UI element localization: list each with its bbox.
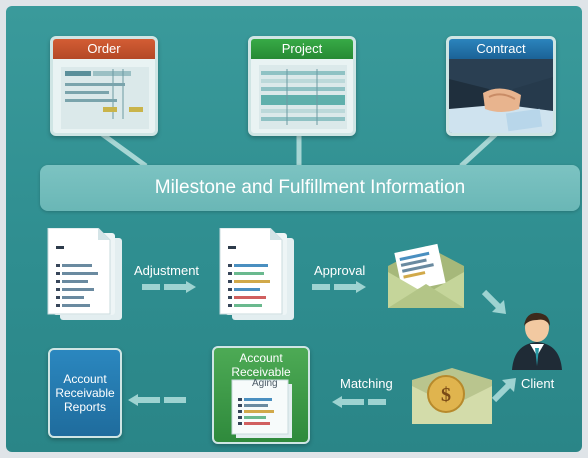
contract-card: Contract	[446, 36, 556, 136]
order-card: Order	[50, 36, 158, 136]
aging-report-icon	[231, 379, 292, 438]
approved-envelope-icon	[388, 243, 464, 308]
client-label: Client	[521, 376, 555, 391]
payment-envelope-icon: $	[412, 368, 492, 424]
account-receivable-line2: Receivable	[231, 365, 291, 379]
client-avatar-icon	[512, 312, 562, 370]
order-card-title: Order	[53, 39, 155, 59]
arrow-adjustment	[142, 281, 196, 293]
account-receivable-box: Account Receivable Aging	[212, 346, 310, 444]
account-receivable-line1: Account	[239, 351, 283, 365]
connector-contract	[459, 132, 498, 168]
arrow-matching	[332, 396, 386, 408]
arrow-approval	[312, 281, 366, 293]
reports-line3: Reports	[63, 400, 107, 414]
arrow-to-reports	[128, 394, 186, 406]
document-stack-icon	[47, 228, 122, 320]
svg-text:$: $	[441, 384, 451, 406]
connector-order	[100, 131, 148, 169]
arrow-client-to-payment	[491, 378, 516, 403]
reports-line2: Receivable	[55, 386, 115, 400]
connector-lines	[100, 131, 498, 169]
aging-label: Aging	[252, 378, 278, 389]
project-sheet-icon	[259, 65, 347, 129]
approval-label: Approval	[314, 263, 366, 278]
order-form-icon	[61, 67, 149, 129]
project-card-title: Project	[251, 39, 353, 59]
handshake-icon	[449, 59, 553, 133]
diagram-panel: Order Project	[6, 6, 582, 452]
contract-card-title: Contract	[449, 39, 553, 59]
milestone-banner: Milestone and Fulfillment Information	[40, 165, 580, 211]
project-card: Project	[248, 36, 356, 136]
reports-line1: Account	[63, 372, 107, 386]
arrow-to-client	[481, 289, 506, 314]
adjusted-document-icon	[219, 228, 294, 320]
adjustment-label: Adjustment	[134, 263, 200, 278]
account-receivable-reports-box: Account Receivable Reports	[48, 348, 122, 438]
matching-label: Matching	[340, 376, 393, 391]
